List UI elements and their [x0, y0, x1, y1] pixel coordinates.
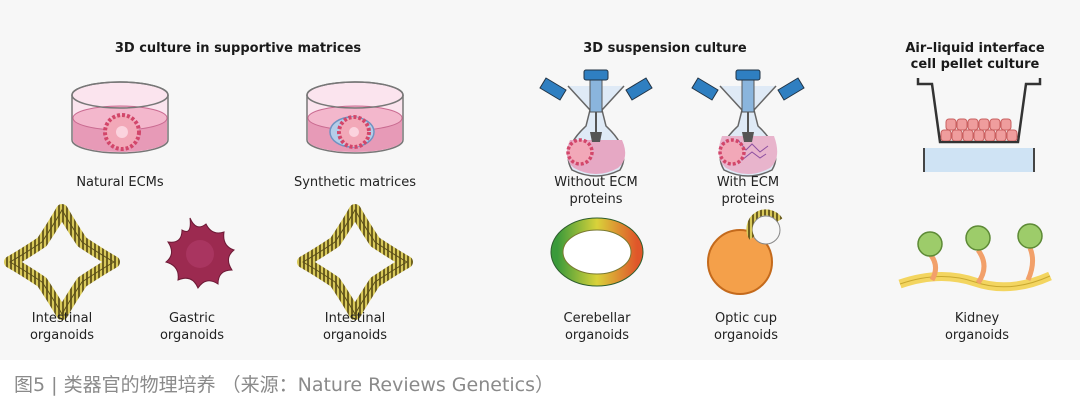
- label-gastric-line1: Gastric: [169, 311, 215, 326]
- intestinal-organoid-icon: [297, 204, 413, 320]
- header-airliquid-line1: Air–liquid interface: [905, 41, 1044, 56]
- label-natural-ecms: Natural ECMs: [76, 175, 164, 190]
- label-synthetic-matrices: Synthetic matrices: [294, 175, 416, 190]
- intestinal-organoid-icon: [4, 204, 120, 320]
- label-cerebellar-line1: Cerebellar: [564, 311, 632, 326]
- label-without-ecm-line2: proteins: [570, 192, 623, 207]
- spinner-flask-icon: [691, 69, 805, 177]
- label-optic-line2: organoids: [714, 328, 778, 343]
- header-airliquid-line2: cell pellet culture: [911, 57, 1040, 72]
- figure-panel: 3D culture in supportive matrices 3D sus…: [4, 41, 1052, 343]
- label-gastric-line2: organoids: [160, 328, 224, 343]
- spinner-flask-icon: [539, 69, 653, 177]
- label-cerebellar-line2: organoids: [565, 328, 629, 343]
- header-matrices: 3D culture in supportive matrices: [115, 41, 362, 56]
- label-intestinal-2-line2: organoids: [323, 328, 387, 343]
- label-without-ecm-line1: Without ECM: [554, 175, 637, 190]
- label-optic-line1: Optic cup: [715, 311, 777, 326]
- label-intestinal-1-line1: Intestinal: [32, 311, 92, 326]
- gastric-organoid-icon: [164, 217, 236, 290]
- transwell-insert-icon: [916, 78, 1042, 172]
- cerebellar-organoid-icon: [550, 217, 644, 287]
- label-kidney-line2: organoids: [945, 328, 1009, 343]
- label-with-ecm-line1: With ECM: [717, 175, 779, 190]
- label-kidney-line1: Kidney: [955, 311, 1000, 326]
- figure-caption: 图5 | 类器官的物理培养 （来源：Nature Reviews Genetic…: [14, 374, 555, 396]
- header-suspension: 3D suspension culture: [583, 41, 747, 56]
- optic-cup-organoid-icon: [707, 209, 783, 295]
- label-with-ecm-line2: proteins: [722, 192, 775, 207]
- label-intestinal-1-line2: organoids: [30, 328, 94, 343]
- petri-dish-icon: [306, 81, 404, 154]
- label-intestinal-2-line1: Intestinal: [325, 311, 385, 326]
- petri-dish-icon: [71, 81, 169, 154]
- kidney-organoid-icon: [898, 223, 1052, 292]
- organoid-culture-diagram: 3D culture in supportive matrices 3D sus…: [4, 41, 1052, 343]
